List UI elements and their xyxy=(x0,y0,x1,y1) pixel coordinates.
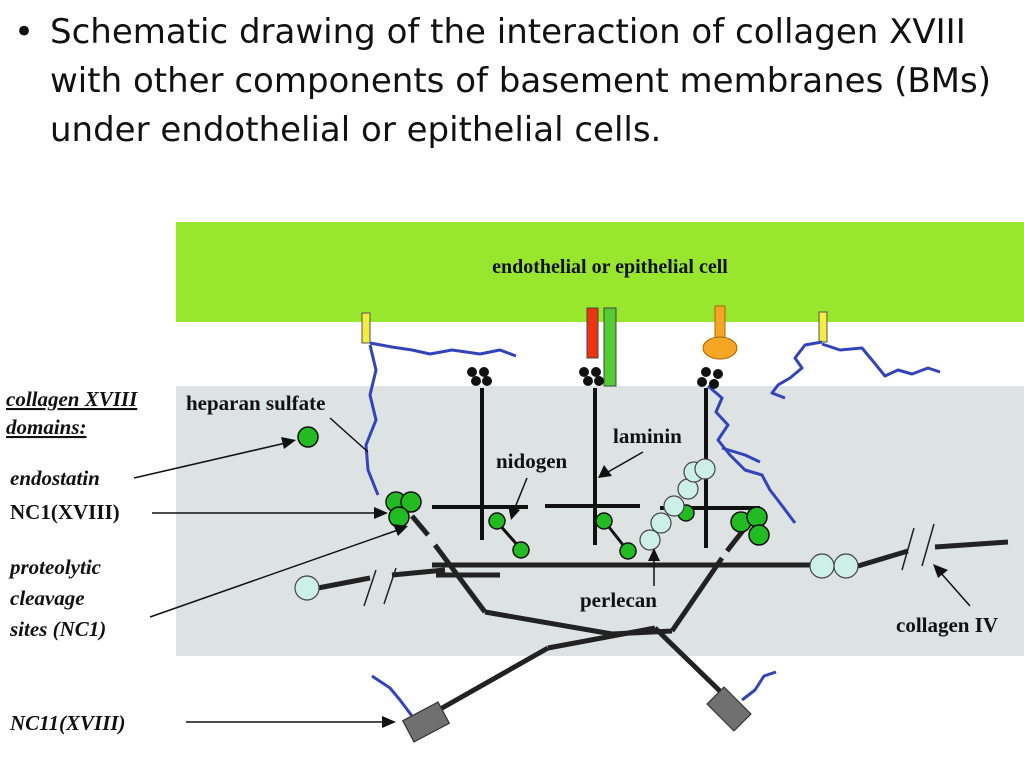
cell-label: endothelial or epithelial cell xyxy=(492,256,728,278)
nc1-sphere xyxy=(746,506,768,528)
nc1-label: NC1(XVIII) xyxy=(10,500,120,524)
receptor-green xyxy=(603,307,617,387)
arrowhead-laminin xyxy=(598,465,612,478)
collagen-xviii-lower-left xyxy=(426,645,550,719)
perlecan-bead xyxy=(694,458,716,480)
collagen-xviii-lower-cross-2 xyxy=(653,626,726,697)
arrowhead-collagen-iv xyxy=(933,564,948,578)
pointer-laminin xyxy=(607,451,644,473)
collagen-iv-globule-left xyxy=(294,575,320,601)
collagen-iv-right-2 xyxy=(934,539,1009,550)
legend-title-line-2: domains: xyxy=(6,415,87,439)
pointer-heparan xyxy=(329,417,369,453)
collagen-iv-globule-right-b xyxy=(833,553,859,579)
collagen-iv-break-right-b xyxy=(921,523,935,567)
perlecan-bead xyxy=(639,529,661,551)
nc1-sphere xyxy=(400,491,422,513)
nc1-sphere xyxy=(748,524,770,546)
collagen-xviii-right-stalk-1 xyxy=(669,556,725,633)
pointer-collagen-iv xyxy=(939,571,971,607)
nc1-sphere xyxy=(388,506,410,528)
collagen-iv-break-left-b xyxy=(383,567,397,605)
collagen-xviii-lower-cross-1 xyxy=(547,625,656,651)
bullet-point: • xyxy=(14,12,35,52)
collagen-xviii-stalk-left-1 xyxy=(410,514,430,537)
receptor-red xyxy=(586,307,599,359)
hs-chain-mid-2 xyxy=(721,446,761,464)
proteolytic-label-line-1: proteolytic xyxy=(8,555,102,579)
receptor-yellow-right xyxy=(818,311,828,343)
laminin-label: laminin xyxy=(613,424,682,448)
hs-chain-left-down xyxy=(364,344,380,496)
laminin-2-knob xyxy=(579,367,589,377)
arrowhead-nidogen xyxy=(508,505,520,520)
perlecan-bead xyxy=(663,495,685,517)
nc11-domain-left xyxy=(401,701,451,743)
hs-chain-right-top xyxy=(770,340,823,400)
endostatin-sphere xyxy=(297,426,319,448)
slide-bullet-text: Schematic drawing of the interaction of … xyxy=(50,12,991,150)
arrowhead-nc1 xyxy=(374,507,388,519)
pointer-proteolytic xyxy=(149,529,399,618)
nidogen-2-sphere-a xyxy=(595,512,613,530)
nc11-domain-right xyxy=(706,686,752,732)
legend-title-line-1: collagen XVIII xyxy=(6,387,138,411)
perlecan-bead xyxy=(650,512,672,534)
laminin-3-knob xyxy=(701,367,711,377)
hs-chain-right-side xyxy=(821,342,941,378)
pointer-nidogen xyxy=(513,477,528,511)
proteolytic-label-line-2: cleavage xyxy=(10,586,85,610)
heparan-sulfate-label: heparan sulfate xyxy=(186,391,325,415)
endostatin-label: endostatin xyxy=(10,466,100,490)
arrowhead-endostatin xyxy=(281,437,296,449)
cell-layer xyxy=(176,222,1024,322)
laminin-1-knob xyxy=(467,367,477,377)
hs-chain-mid xyxy=(707,384,797,524)
pointer-endostatin xyxy=(133,441,291,479)
nc11-label: NC11(XVIII) xyxy=(9,711,126,735)
nidogen-2-sphere-b xyxy=(619,542,637,560)
collagen-iv-break-left-a xyxy=(363,569,377,607)
perlecan-label: perlecan xyxy=(580,588,657,612)
nidogen-label: nidogen xyxy=(496,449,568,473)
collagen-iv-right-1 xyxy=(857,548,909,569)
receptor-yellow-left xyxy=(361,312,371,344)
collagen-iv-label: collagen IV xyxy=(896,613,998,637)
collagen-iv-left-1 xyxy=(317,575,371,591)
hs-chain-lower-right xyxy=(741,670,777,702)
hs-chain-left-top xyxy=(369,341,517,358)
arrowhead-nc11 xyxy=(382,716,396,728)
collagen-xviii-top-cross xyxy=(484,609,613,637)
receptor-orange-head xyxy=(702,336,738,360)
nidogen-1-sphere-a xyxy=(488,512,506,530)
slide-text-block: • Schematic drawing of the interaction o… xyxy=(14,8,1014,155)
collagen-xviii-stalk-left-2 xyxy=(432,543,488,614)
nidogen-1-sphere-b xyxy=(512,541,530,559)
collagen-iv-left-2 xyxy=(391,567,446,578)
arrowhead-proteolytic xyxy=(393,524,408,536)
arrowhead-perlecan xyxy=(648,548,660,561)
proteolytic-label-line-3: sites (NC1) xyxy=(9,617,106,641)
collagen-iv-globule-right-a xyxy=(809,553,835,579)
collagen-iv-break-right-a xyxy=(901,527,915,571)
